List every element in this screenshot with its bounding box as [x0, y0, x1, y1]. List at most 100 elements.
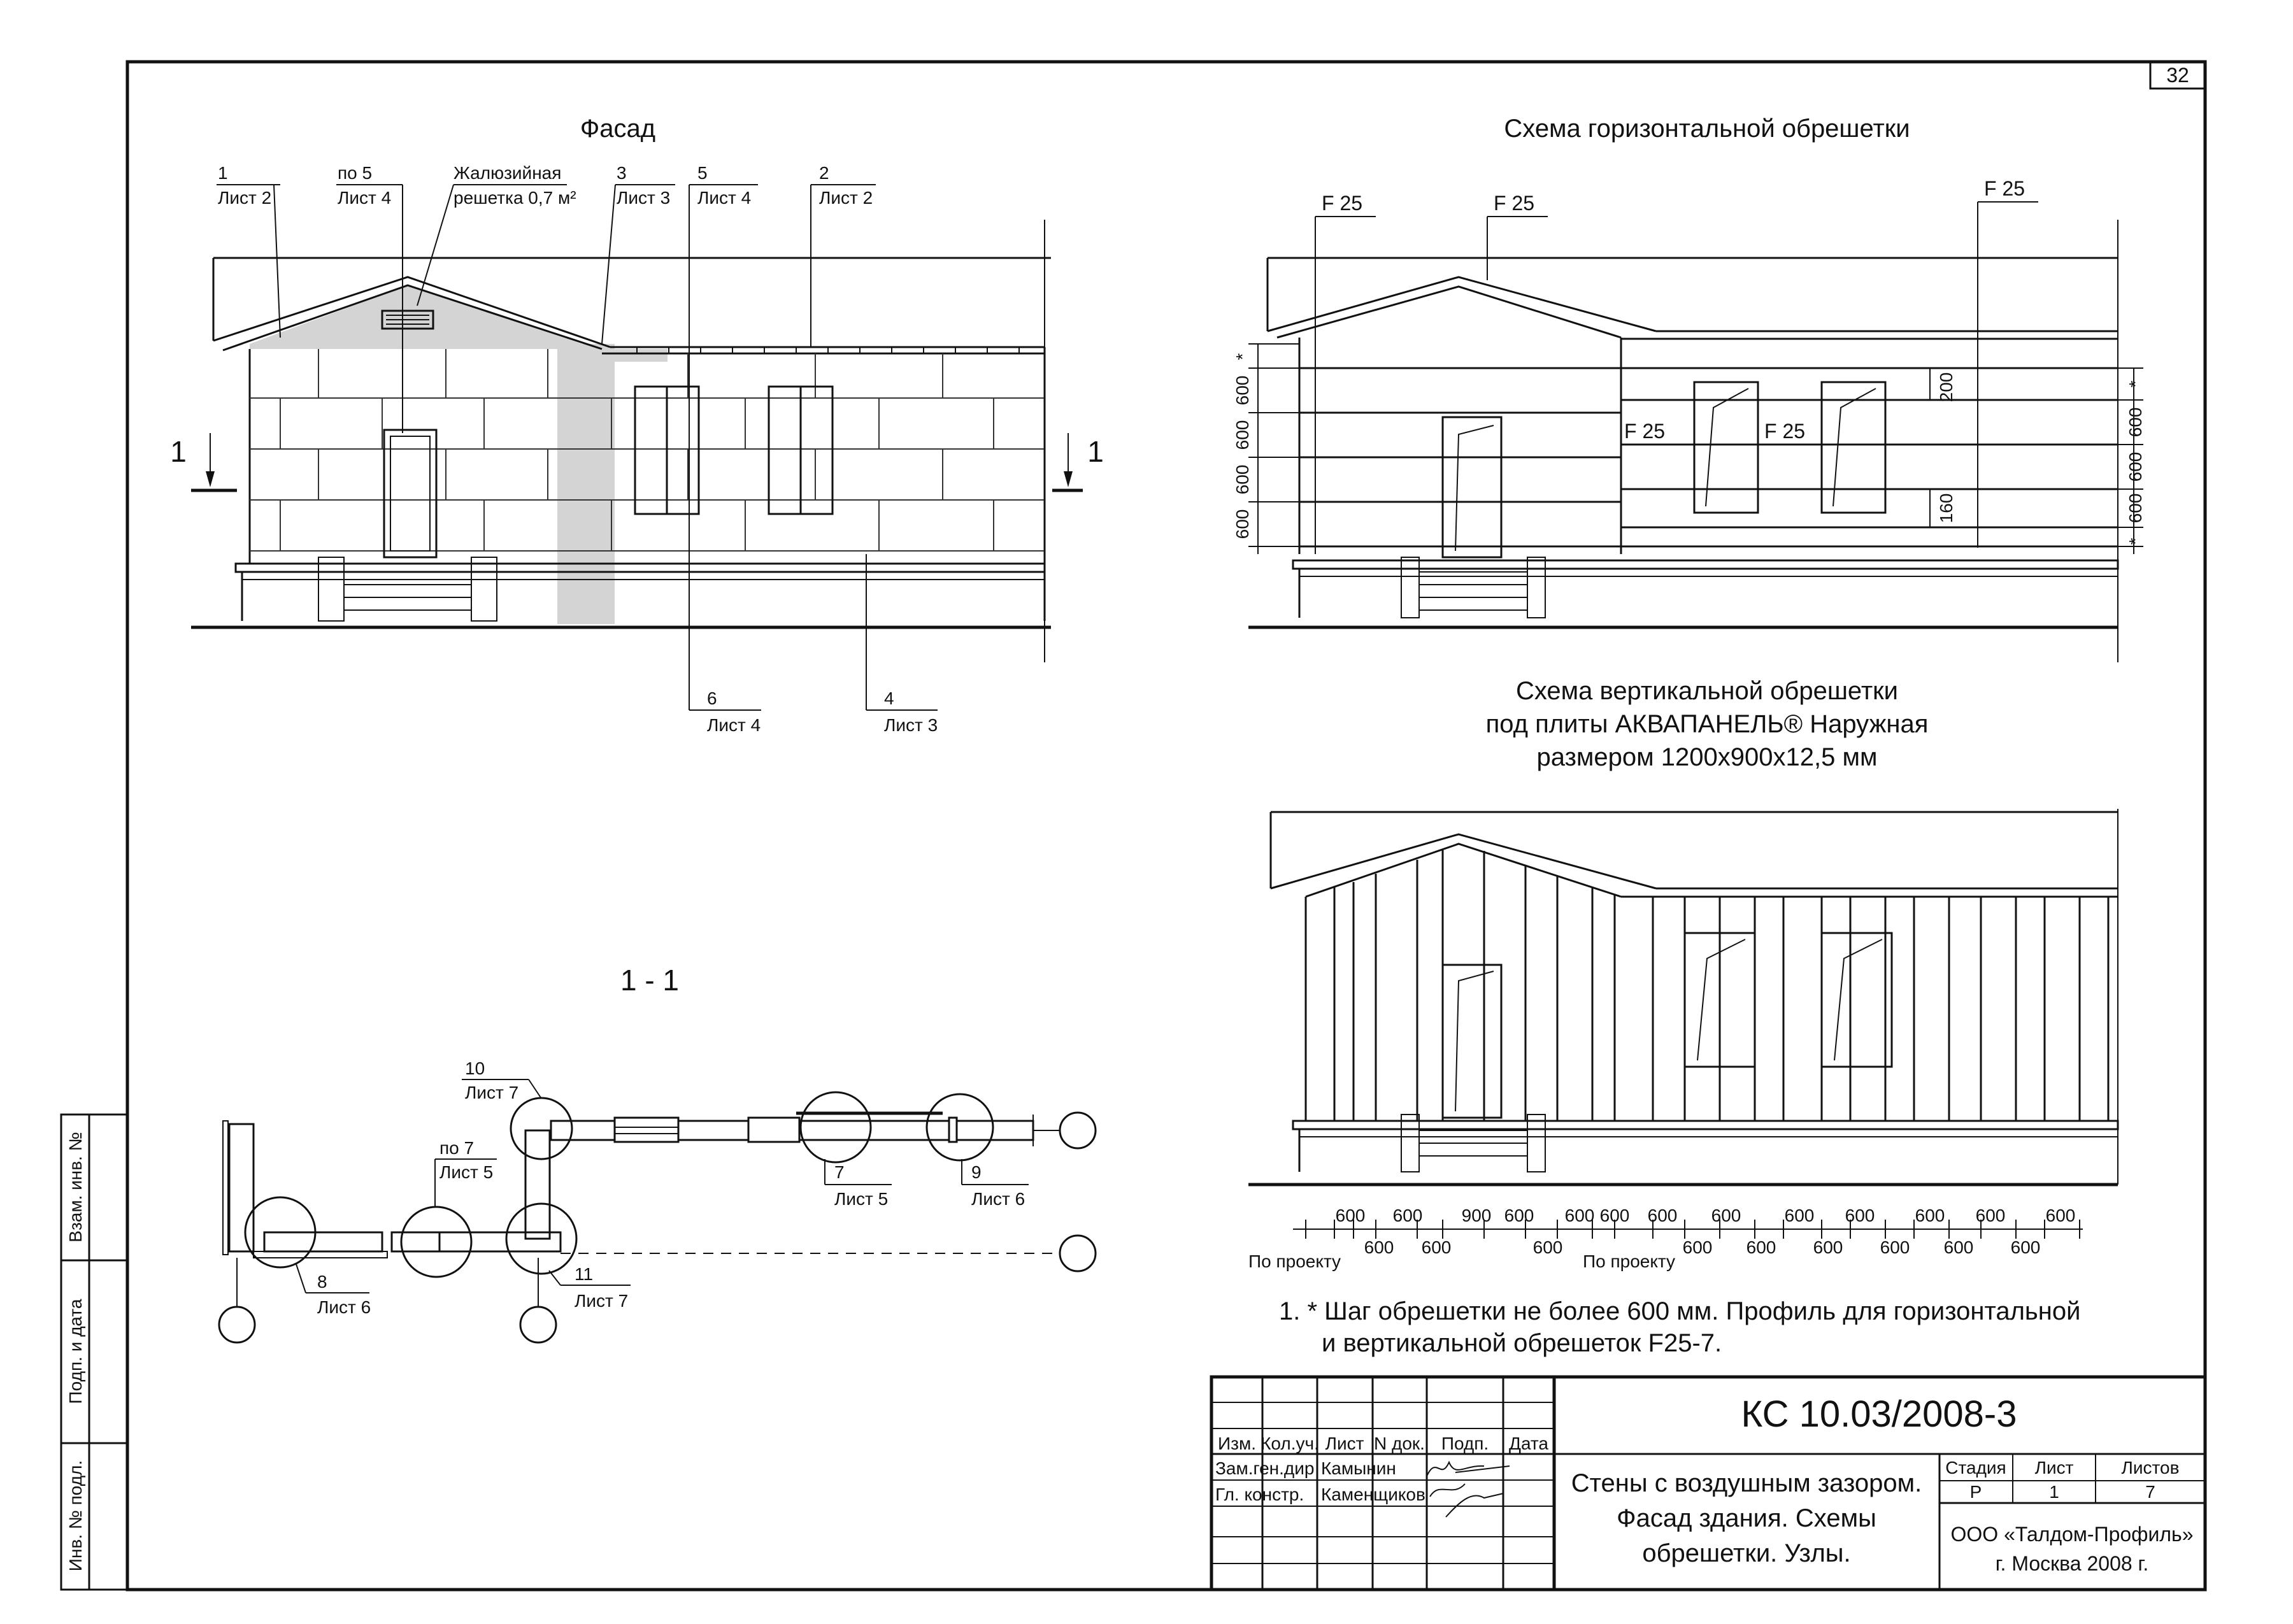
- svg-text:600: 600: [2125, 494, 2145, 524]
- svg-text:5: 5: [697, 163, 708, 183]
- section-callout-11: 11 Лист 7: [548, 1264, 631, 1311]
- svg-text:600: 600: [1600, 1206, 1630, 1225]
- svg-text:Лист 2: Лист 2: [218, 188, 271, 208]
- note-line-2: и вертикальной обрешеток F25-7.: [1322, 1329, 1722, 1357]
- vertical-scheme-title-1: Схема вертикальной обрешетки: [1516, 677, 1898, 705]
- svg-text:11: 11: [575, 1264, 593, 1284]
- notes: 1. * Шаг обрешетки не более 600 мм. Проф…: [1279, 1297, 2080, 1357]
- svg-text:Подп.: Подп.: [1441, 1434, 1489, 1453]
- sheet-frame: 32: [125, 60, 2207, 1592]
- svg-text:по 7: по 7: [439, 1138, 474, 1158]
- svg-text:Лист 4: Лист 4: [707, 715, 761, 735]
- vertical-lathing-scheme: Схема вертикальной обрешетки под плиты А…: [1248, 677, 2119, 1271]
- svg-text:Лист 7: Лист 7: [575, 1291, 628, 1311]
- svg-text:Стадия: Стадия: [1945, 1458, 2006, 1478]
- svg-text:600: 600: [1711, 1206, 1741, 1225]
- section-title: 1 - 1: [620, 964, 679, 997]
- svg-text:600: 600: [1813, 1237, 1843, 1257]
- svg-text:F 25: F 25: [1764, 420, 1805, 443]
- svg-text:Листов: Листов: [2122, 1458, 2180, 1478]
- svg-text:Лист 2: Лист 2: [819, 188, 873, 208]
- svg-text:Лист 5: Лист 5: [439, 1162, 493, 1182]
- document-title-1: Стены с воздушным зазором.: [1571, 1469, 1922, 1497]
- facade-callout-6: 6 Лист 4: [689, 688, 761, 735]
- organization-name: ООО «Талдом-Профиль»: [1951, 1523, 2194, 1546]
- svg-text:9: 9: [971, 1162, 982, 1182]
- svg-text:6: 6: [707, 688, 717, 708]
- facade-elevation: Фасад: [170, 115, 1104, 735]
- svg-text:600: 600: [1944, 1237, 1974, 1257]
- signature-kamenshchikov: [1429, 1483, 1504, 1518]
- svg-text:600: 600: [1336, 1206, 1366, 1225]
- section-mark-label-left: 1: [170, 435, 187, 468]
- document-title-3: обрешетки. Узлы.: [1642, 1539, 1850, 1567]
- facade-callout-2: 2 Лист 2: [810, 163, 876, 347]
- svg-text:Лист 6: Лист 6: [971, 1189, 1025, 1209]
- facade-title: Фасад: [580, 115, 655, 143]
- svg-text:Камынин: Камынин: [1321, 1458, 1396, 1478]
- svg-text:600: 600: [1915, 1206, 1945, 1225]
- facade-callout-po5: по 5 Лист 4: [336, 163, 403, 433]
- document-code: КС 10.03/2008-3: [1741, 1393, 2017, 1435]
- svg-text:1: 1: [218, 163, 228, 183]
- svg-text:600: 600: [1976, 1206, 2006, 1225]
- facade-callout-vent: Жалюзийная решетка 0,7 м²: [417, 163, 576, 306]
- svg-text:200: 200: [1936, 373, 1956, 402]
- svg-text:600: 600: [1232, 509, 1252, 539]
- svg-text:600: 600: [1232, 376, 1252, 406]
- svg-text:600: 600: [1504, 1206, 1534, 1225]
- svg-text:600: 600: [2046, 1206, 2076, 1225]
- left-dimension-chain: * 600 600 600 600: [1232, 343, 1299, 554]
- page-number: 32: [2166, 64, 2189, 87]
- title-block: Изм. Кол.уч. Лист N док. Подп. Дата Зам.…: [1210, 1375, 2207, 1592]
- horizontal-lathing-scheme: Схема горизонтальной обрешетки: [1232, 115, 2145, 662]
- svg-text:F 25: F 25: [1984, 177, 2025, 200]
- svg-text:600: 600: [1422, 1237, 1452, 1257]
- organization-city-year: г. Москва 2008 г.: [1996, 1552, 2148, 1575]
- svg-text:*: *: [2125, 380, 2145, 387]
- svg-text:600: 600: [2125, 408, 2145, 438]
- svg-text:Лист 5: Лист 5: [834, 1189, 888, 1209]
- vertical-scheme-title-3: размером 1200х900х12,5 мм: [1537, 743, 1878, 771]
- svg-text:1: 1: [2049, 1482, 2059, 1502]
- svg-text:4: 4: [884, 688, 894, 708]
- signature-kamynin: [1426, 1460, 1510, 1477]
- facade-callout-5: 5 Лист 4: [689, 163, 758, 710]
- svg-text:Лист 4: Лист 4: [697, 188, 751, 208]
- svg-text:600: 600: [1364, 1237, 1394, 1257]
- svg-text:600: 600: [1393, 1206, 1423, 1225]
- svg-text:600: 600: [1845, 1206, 1875, 1225]
- svg-text:10: 10: [465, 1058, 485, 1078]
- svg-text:600: 600: [1747, 1237, 1776, 1257]
- svg-text:Лист 3: Лист 3: [617, 188, 670, 208]
- svg-text:160: 160: [1936, 494, 1956, 524]
- svg-text:600: 600: [1648, 1206, 1678, 1225]
- side-stamp-signature: Подп. и дата: [66, 1299, 85, 1404]
- section-1-1-plan: 1 - 1: [218, 964, 1097, 1344]
- svg-text:600: 600: [1683, 1237, 1713, 1257]
- svg-text:Жалюзийная: Жалюзийная: [454, 163, 561, 183]
- svg-text:*: *: [2125, 538, 2145, 545]
- svg-text:N док.: N док.: [1374, 1434, 1425, 1453]
- svg-text:600: 600: [1232, 420, 1252, 450]
- svg-text:8: 8: [317, 1272, 327, 1292]
- svg-text:600: 600: [1533, 1237, 1563, 1257]
- svg-text:Р: Р: [1970, 1482, 1982, 1502]
- svg-text:3: 3: [617, 163, 627, 183]
- svg-text:Дата: Дата: [1509, 1434, 1548, 1453]
- svg-text:Гл. констр.: Гл. констр.: [1215, 1485, 1304, 1504]
- svg-text:Лист: Лист: [2035, 1458, 2074, 1478]
- section-mark-left: 1: [170, 433, 237, 492]
- section-callout-7: 7 Лист 5: [824, 1159, 892, 1209]
- svg-text:600: 600: [1232, 465, 1252, 495]
- f25-labels: F 25 F 25 F 25 F 25 F 25: [1315, 177, 2038, 554]
- section-callout-po7: по 7 Лист 5: [434, 1138, 497, 1207]
- facade-callout-4: 4 Лист 3: [866, 554, 938, 735]
- right-dimension-chain: * 600 600 600 * 200 160: [1929, 367, 2145, 554]
- svg-text:7: 7: [2145, 1482, 2155, 1502]
- side-stamp: Взам. инв. № Подп. и дата Инв. № подл.: [60, 1113, 129, 1591]
- vertical-dimension-chain: 600 600 900 600 600 600 600 600 600 600 …: [1248, 1206, 2083, 1271]
- svg-text:*: *: [1232, 353, 1252, 360]
- svg-text:F 25: F 25: [1624, 420, 1665, 443]
- svg-text:решетка 0,7 м²: решетка 0,7 м²: [454, 188, 576, 208]
